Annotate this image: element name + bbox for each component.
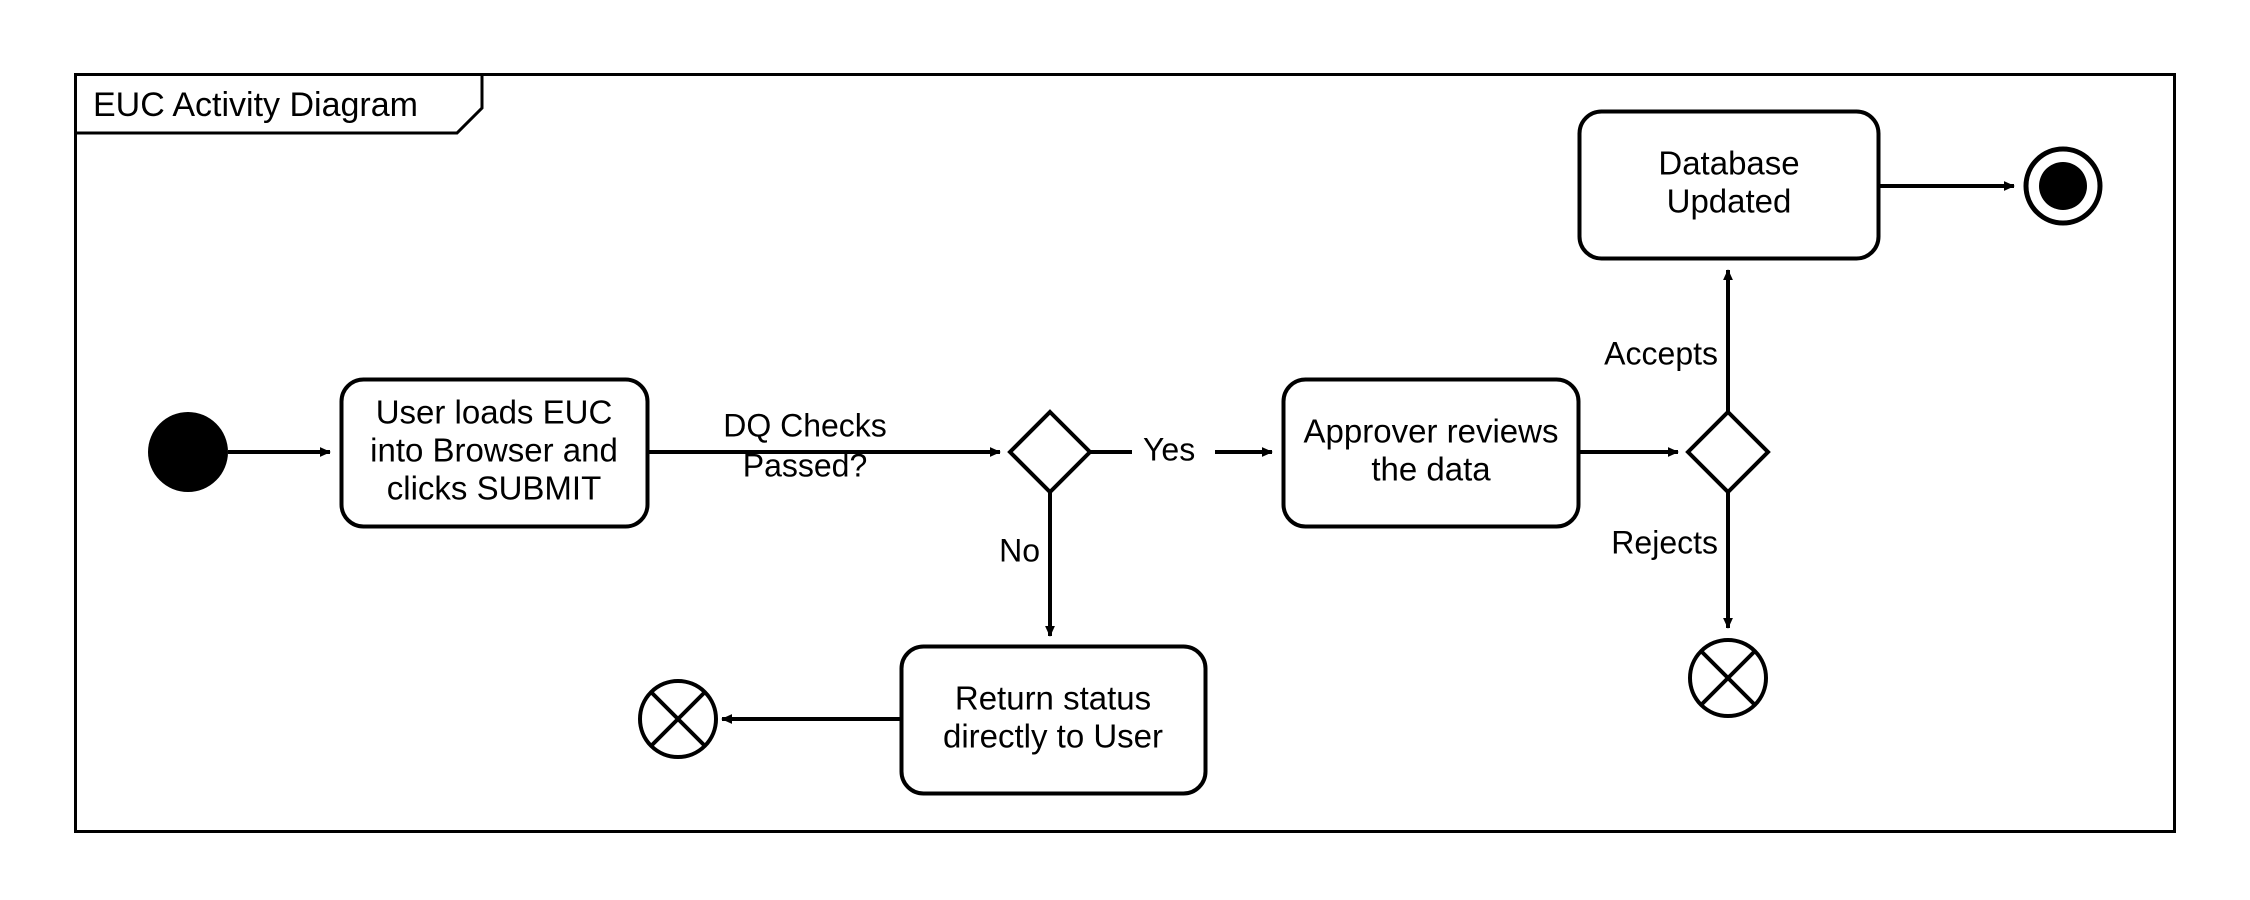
flow-final-node-reject[interactable]: [1688, 638, 1768, 718]
edge-label-rejects: Rejects: [1611, 524, 1718, 560]
action-approver-review-label-line1: Approver reviews: [1304, 413, 1559, 450]
action-return-status-label-line1: Return status: [955, 680, 1151, 717]
action-database-updated-label-line2: Updated: [1667, 183, 1792, 220]
frame-title-label: EUC Activity Diagram: [93, 86, 418, 124]
edge-label-yes: Yes: [1143, 431, 1195, 467]
initial-node[interactable]: [148, 412, 228, 492]
action-return-status-label-line2: directly to User: [943, 718, 1163, 755]
edge-label-dq-checks-line1: DQ Checks: [723, 407, 887, 443]
action-load-euc[interactable]: User loads EUC into Browser and clicks S…: [339, 377, 650, 529]
flow-final-node-return[interactable]: [638, 679, 718, 759]
activity-final-node[interactable]: [2023, 146, 2103, 226]
action-database-updated[interactable]: Database Updated: [1577, 109, 1881, 261]
action-load-euc-label-line1: User loads EUC: [376, 394, 613, 431]
edge-label-no: No: [999, 532, 1040, 568]
action-approver-review[interactable]: Approver reviews the data: [1281, 377, 1581, 529]
flow-final-return-cross-2: [649, 690, 707, 748]
frame-title-tab: [74, 73, 484, 135]
flow-final-reject-cross-2: [1699, 649, 1757, 707]
initial-node-circle: [148, 412, 228, 492]
action-load-euc-label-line2: into Browser and: [370, 432, 618, 469]
action-database-updated-label-line1: Database: [1658, 145, 1799, 182]
action-return-status-box: [899, 644, 1208, 796]
edge-label-accepts: Accepts: [1604, 335, 1718, 371]
action-load-euc-label-line3: clicks SUBMIT: [387, 470, 602, 507]
action-approver-review-label-line2: the data: [1371, 451, 1491, 488]
action-return-status[interactable]: Return status directly to User: [899, 644, 1208, 796]
activity-final-inner-circle: [2039, 162, 2087, 210]
edge-label-dq-checks-line2: Passed?: [743, 447, 868, 483]
